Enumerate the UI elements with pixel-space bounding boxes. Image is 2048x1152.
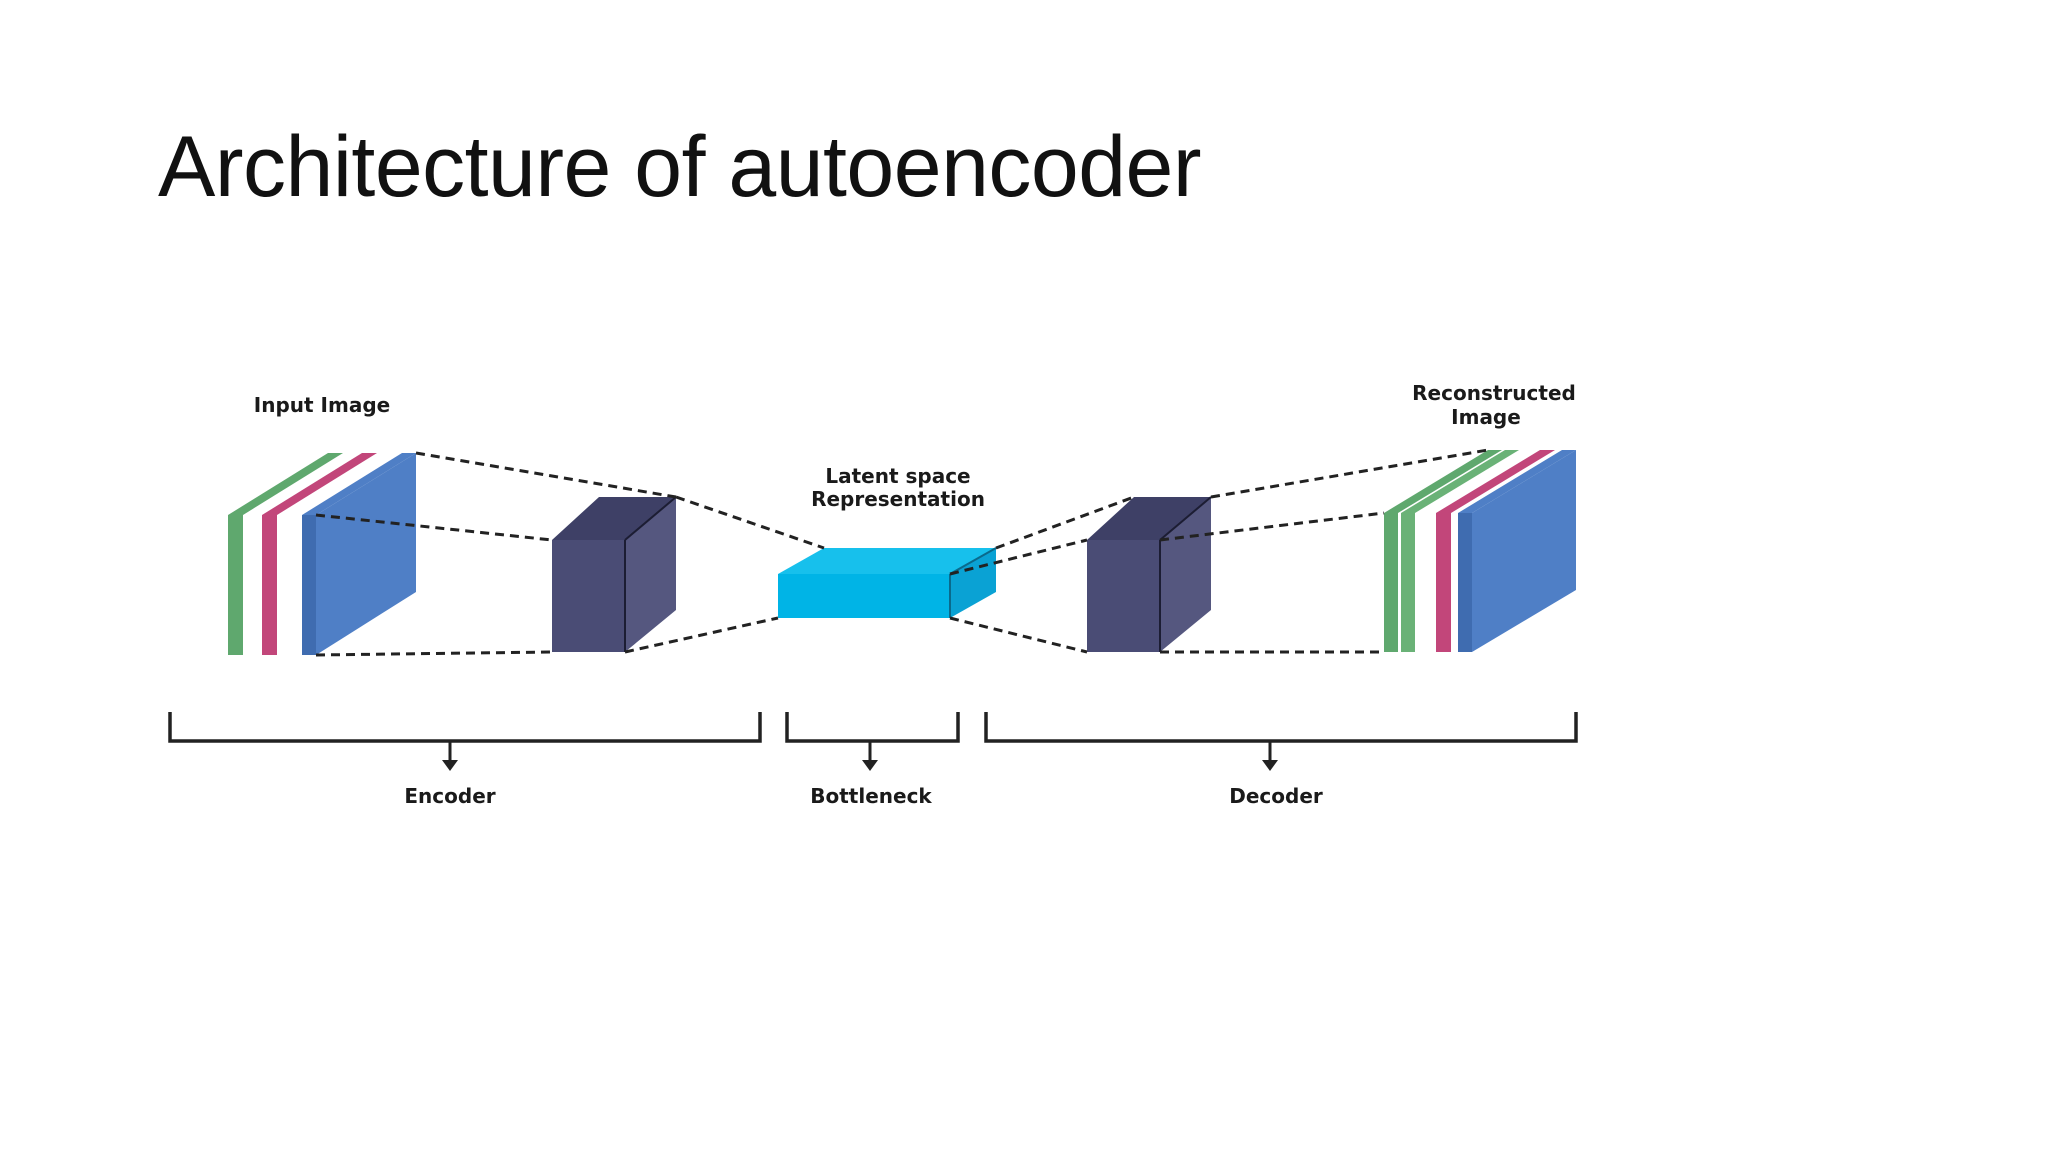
encoder-block-top	[552, 497, 676, 540]
input-image-stack	[228, 453, 416, 655]
bottleneck-label: Bottleneck	[810, 784, 932, 808]
decoder-label: Decoder	[1229, 784, 1323, 808]
reconstructed-image-stack	[1384, 450, 1576, 652]
output-channel-blue-edge	[1458, 513, 1472, 652]
input-channel-magenta-face	[262, 515, 277, 655]
latent-block	[778, 547, 997, 618]
output-channel-green-face	[1384, 513, 1398, 652]
output-channel-blue-main	[1472, 450, 1576, 652]
input-channel-blue-edge	[302, 515, 316, 655]
encoder-block-front	[552, 540, 625, 652]
input-channel-blue-main	[316, 453, 416, 655]
input-channel-magenta	[262, 453, 377, 515]
decoder-block-front	[1087, 540, 1160, 652]
output-channel-green2-top	[1401, 450, 1519, 513]
reconstructed-label-line2: Image	[1451, 405, 1521, 429]
input-image-label: Input Image	[254, 393, 390, 417]
encoder-brace	[168, 712, 762, 771]
input-channel-green-face	[228, 515, 243, 655]
latent-block-top	[778, 548, 996, 574]
input-channel-green	[228, 453, 343, 515]
decoder-layer-block	[1087, 496, 1212, 652]
output-channel-magenta-top	[1436, 450, 1555, 513]
decoder-brace	[984, 712, 1578, 771]
output-channel-magenta-face	[1436, 513, 1451, 652]
output-channel-blue-top	[1458, 450, 1576, 513]
projection-lines	[315, 448, 1489, 657]
output-channel-green-top	[1384, 450, 1502, 513]
latent-label-line1: Latent space	[825, 464, 970, 488]
encoder-layer-block	[552, 496, 677, 652]
output-channel-green2-face	[1401, 513, 1415, 652]
bottleneck-brace	[785, 712, 960, 771]
encoder-block-side	[625, 497, 676, 652]
decoder-block-top	[1087, 497, 1211, 540]
latent-label-line2: Representation	[811, 487, 985, 511]
encoder-label: Encoder	[404, 784, 495, 808]
input-channel-blue	[302, 453, 416, 515]
slide-title: Architecture of autoencoder	[158, 119, 1202, 215]
latent-block-front	[778, 574, 950, 618]
reconstructed-label-line1: Reconstructed	[1412, 381, 1576, 405]
